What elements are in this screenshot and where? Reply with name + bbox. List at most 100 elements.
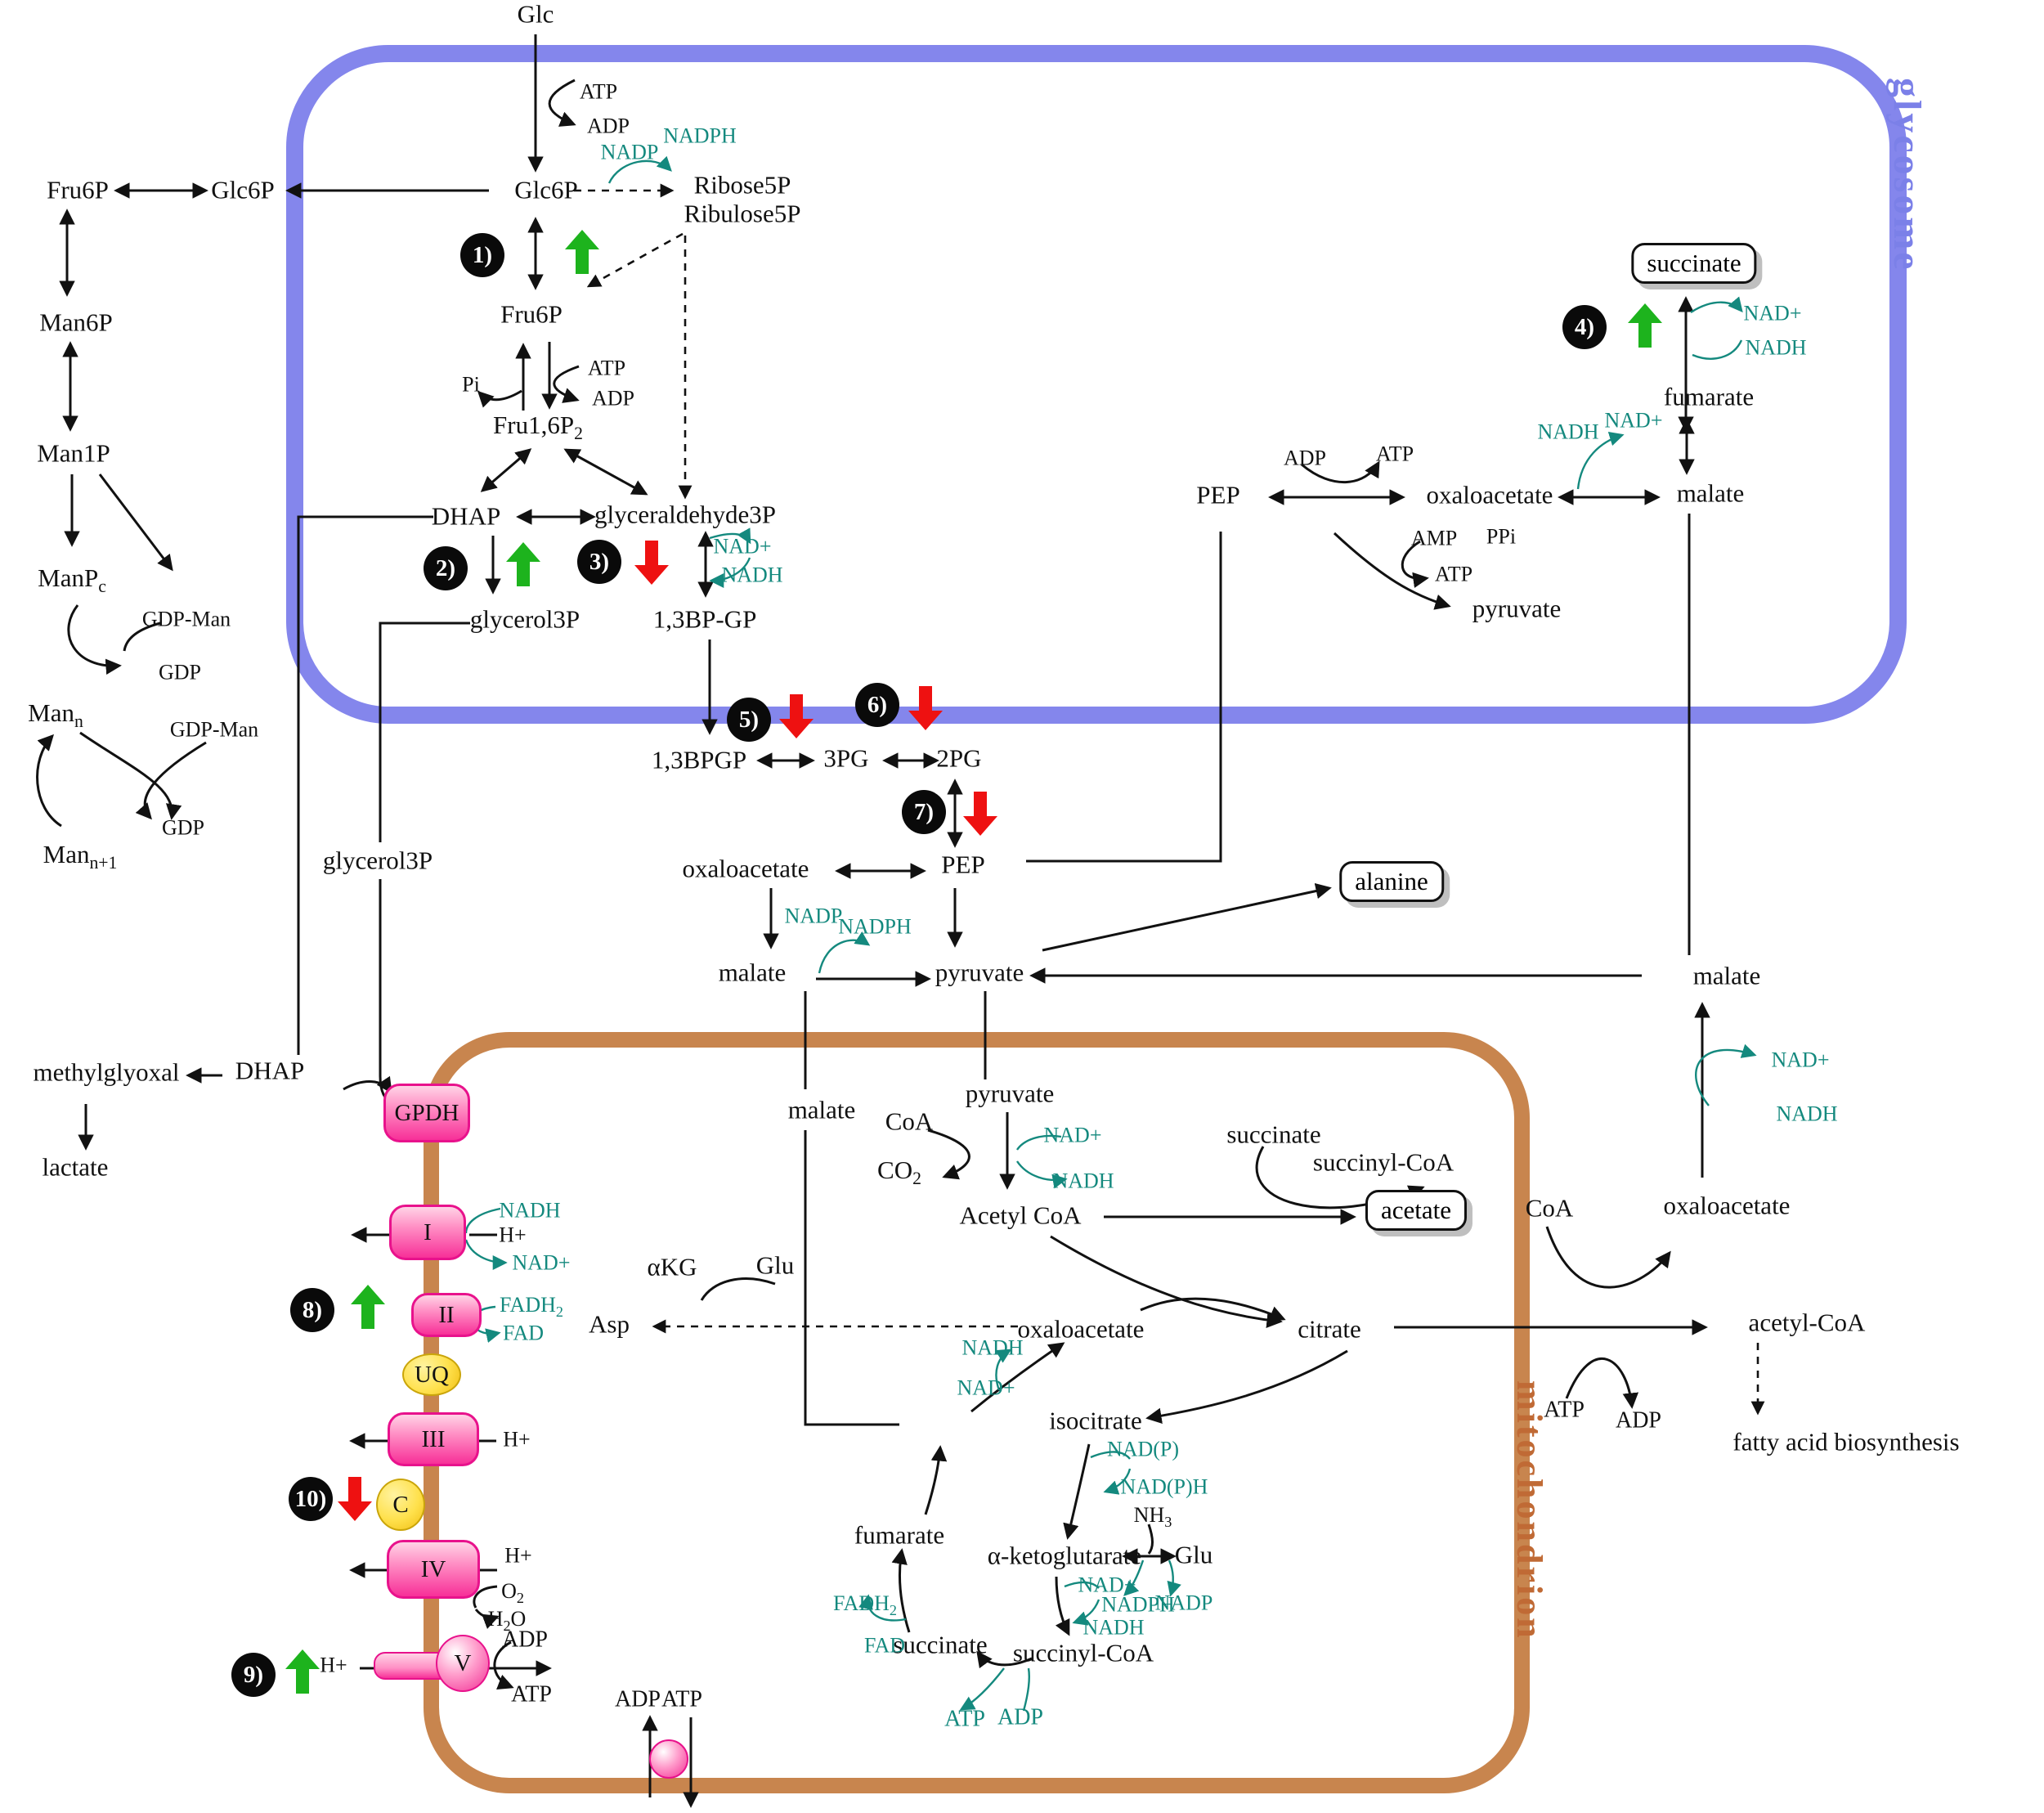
citrate: citrate (1298, 1314, 1361, 1344)
hplus-ciii: H+ (503, 1427, 531, 1452)
nadp-gdh: NADP (1154, 1591, 1213, 1615)
step-6-badge: 6) (855, 683, 899, 727)
fru16bp: Fru1,6P2 (493, 411, 583, 444)
coa-pdh: CoA (885, 1106, 934, 1136)
nadp-me: NADP (784, 904, 843, 928)
nad-mdh-r: NAD+ (1771, 1048, 1830, 1072)
oxaloacetate-glycosome: oxaloacetate (1426, 480, 1553, 509)
hplus-ci: H+ (499, 1223, 527, 1247)
step-2-badge: 2) (424, 546, 468, 590)
alpha-ketoglutarate: α-ketoglutarate (987, 1541, 1142, 1570)
nad-kgdh: NAD+ (1078, 1573, 1136, 1597)
atp-glc: ATP (579, 79, 618, 104)
step-8-up-arrow-icon (351, 1285, 385, 1329)
nad-frd: NAD+ (1743, 301, 1802, 325)
adp-atp-transporter (649, 1739, 688, 1779)
acetate-box: acetate (1365, 1190, 1468, 1231)
o2: O2 (501, 1578, 524, 1607)
glycerol3p-glycosome: glycerol3P (469, 604, 580, 634)
nadph-idh: NAD(P)H (1120, 1474, 1208, 1499)
glc6p-glycosome: Glc6P (514, 175, 578, 204)
atp-pfk: ATP (587, 356, 626, 380)
ribose5p: Ribose5P (693, 170, 791, 200)
glc6p-cytosol: Glc6P (211, 175, 275, 204)
succinylcoa-tca: succinyl-CoA (1012, 1638, 1154, 1667)
succinate-box: succinate (1631, 243, 1757, 284)
gdp-man-2: GDP-Man (169, 717, 259, 742)
step-9-badge: 9) (231, 1653, 276, 1697)
nh3: NH3 (1133, 1502, 1172, 1531)
glu-akg: Glu (755, 1250, 795, 1280)
pyruvate-mito: pyruvate (965, 1079, 1055, 1108)
pyruvate-glycosome: pyruvate (1472, 594, 1562, 623)
fad-cii: FAD (502, 1321, 545, 1345)
oxaloacetate-right: oxaloacetate (1663, 1191, 1791, 1220)
glycosome-membrane (286, 45, 1907, 724)
succinate-top: succinate (1226, 1120, 1321, 1149)
ga3p: glyceraldehyde3P (594, 500, 777, 529)
alanine-box: alanine (1339, 861, 1444, 902)
glu-right: Glu (1174, 1540, 1213, 1569)
lactate: lactate (42, 1152, 109, 1182)
step-1-badge: 1) (460, 233, 504, 277)
complex-iii: III (388, 1412, 479, 1466)
step-3-down-arrow-icon (634, 541, 669, 585)
coa-right: CoA (1525, 1193, 1574, 1223)
step-10-badge: 10) (289, 1477, 333, 1521)
acetylcoa-right: acetyl-CoA (1748, 1308, 1866, 1337)
gpdh: GPDH (383, 1084, 470, 1142)
uq: UQ (402, 1353, 461, 1396)
twopg: 2PG (936, 743, 982, 773)
nadp-ppp: NADP (600, 140, 659, 164)
adp-cv: ADP (501, 1627, 549, 1653)
mitochondrion-label: mitochondrion (1509, 1380, 1549, 1640)
gdp-man-1: GDP-Man (141, 607, 231, 631)
oxaloacetate-tca: oxaloacetate (1017, 1314, 1145, 1344)
glc: Glc (517, 0, 554, 29)
dashed-arrows (574, 183, 1765, 1416)
step-4-badge: 4) (1562, 305, 1607, 349)
nadp-idh: NAD(P) (1106, 1437, 1180, 1461)
step-8-badge: 8) (290, 1288, 334, 1332)
fadh2-sdh: FADH2 (833, 1591, 897, 1619)
nadh-pdh: NADH (1052, 1169, 1114, 1193)
man6p: Man6P (39, 307, 113, 337)
nadh-mdh-t: NADH (961, 1335, 1024, 1360)
methylglyoxal: methylglyoxal (33, 1057, 180, 1087)
fadh2-cii: FADH2 (500, 1292, 563, 1321)
gdp-1: GDP (158, 660, 202, 684)
pyruvate-cytosol: pyruvate (935, 958, 1024, 987)
malate-right: malate (1692, 961, 1761, 990)
hplus-civ: H+ (504, 1543, 532, 1568)
bpgp-cytosol: 1,3BPGP (651, 745, 747, 774)
man1p: Man1P (37, 438, 110, 468)
oxaloacetate-cytosol: oxaloacetate (682, 854, 809, 883)
complex-iv: IV (387, 1540, 480, 1599)
fumarate-glycosome: fumarate (1663, 382, 1755, 411)
gdp-2: GDP (161, 815, 205, 840)
asp: Asp (589, 1309, 630, 1339)
complex-i: I (389, 1205, 466, 1260)
adp-glc: ADP (586, 114, 630, 138)
pep-glycosome: PEP (1196, 480, 1240, 509)
dhap-cytosol: DHAP (235, 1056, 305, 1085)
acetylcoa-mito: Acetyl CoA (959, 1200, 1082, 1230)
glycerol3p-cytosol: glycerol3P (322, 846, 433, 875)
fad: FAD (863, 1633, 906, 1658)
ppi: PPi (1486, 524, 1517, 549)
atp-pepck: ATP (1375, 442, 1414, 466)
step-7-badge: 7) (902, 790, 946, 834)
nadh-ci: NADH (499, 1198, 561, 1223)
malate-mito: malate (787, 1095, 856, 1124)
atp-transporter: ATP (661, 1686, 702, 1712)
atp-scs: ATP (944, 1706, 985, 1732)
atp-cv: ATP (511, 1681, 552, 1708)
fumarate-tca: fumarate (854, 1520, 945, 1550)
akg: αKG (647, 1252, 697, 1281)
adp-transporter: ADP (614, 1686, 661, 1712)
step-2-up-arrow-icon (506, 542, 540, 586)
nadh-kgdh: NADH (1083, 1615, 1145, 1640)
step-10-down-arrow-icon (338, 1477, 372, 1521)
step-7-down-arrow-icon (963, 792, 997, 836)
